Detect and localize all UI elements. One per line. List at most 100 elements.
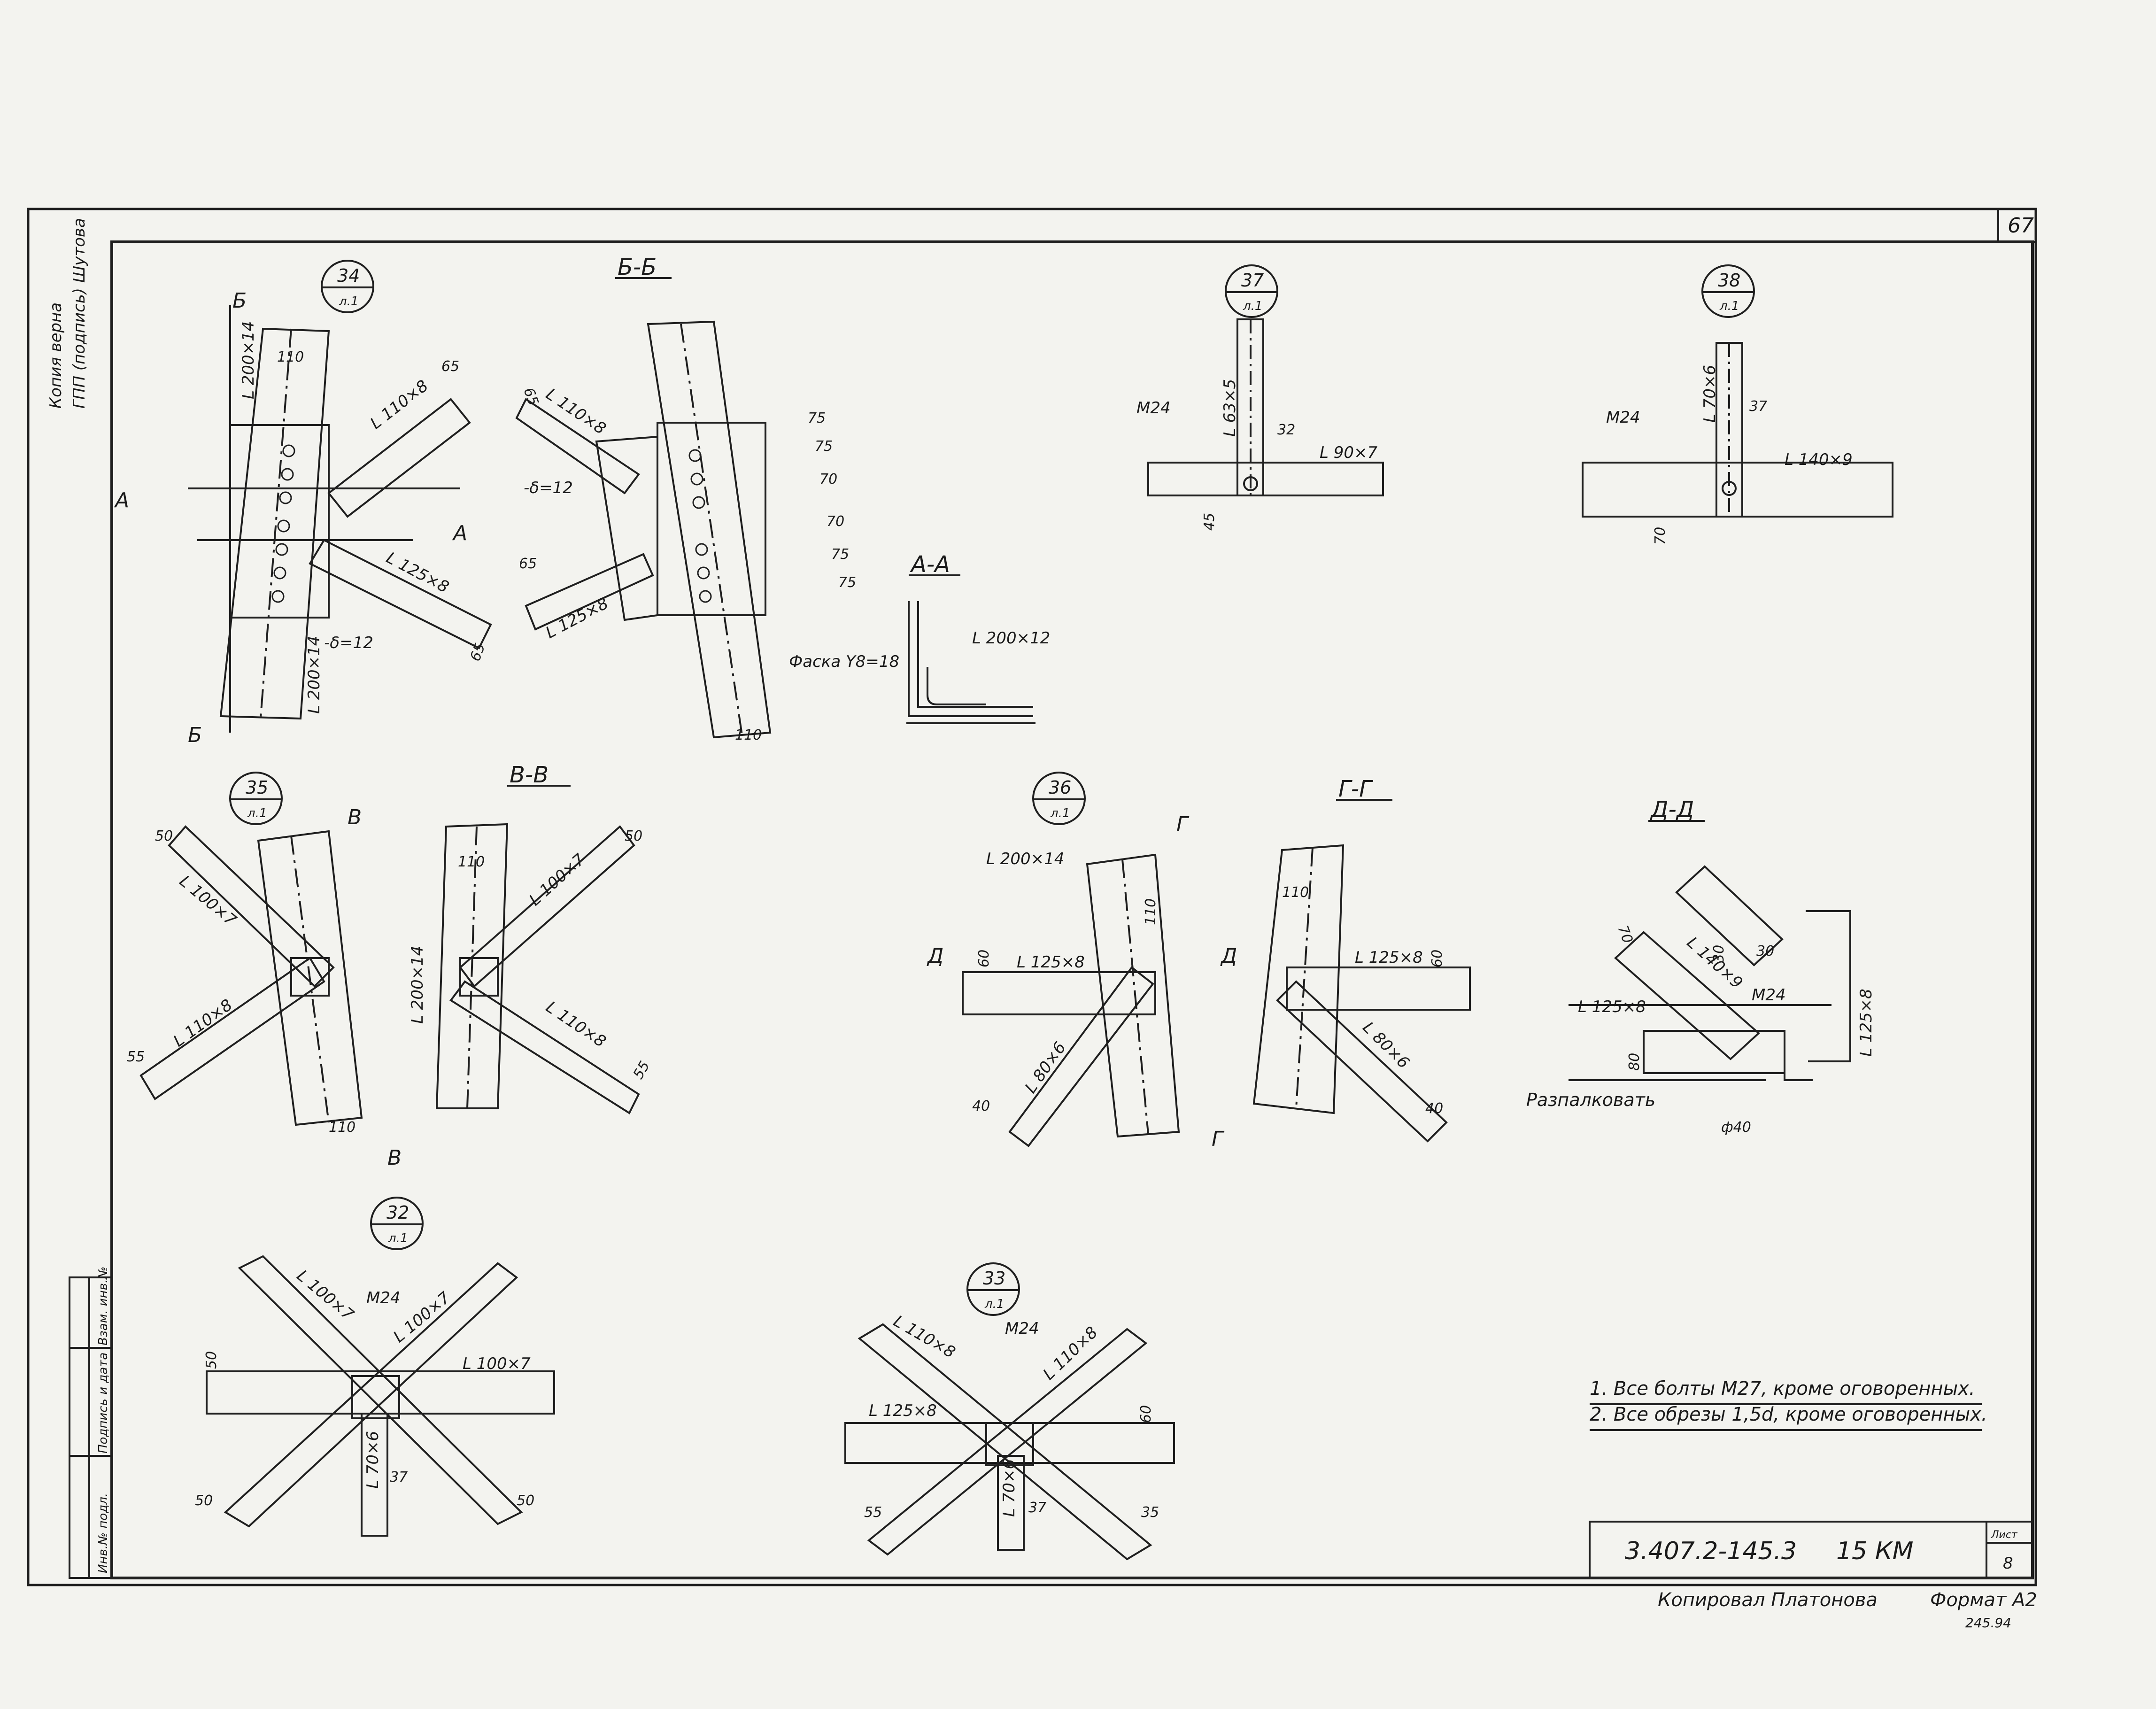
section-title-gg: Г-Г xyxy=(1338,776,1373,802)
label-37-L90x7: L 90×7 xyxy=(1320,443,1378,462)
marker-38-sheet: л.1 xyxy=(1719,299,1739,313)
dim-35-55: 55 xyxy=(127,1049,145,1065)
side-table-inv: Инв.№ подл. xyxy=(96,1493,110,1573)
dim-gg-40: 40 xyxy=(1425,1100,1443,1117)
stamp-line-2: ГПП (подпись) Шутова xyxy=(70,218,89,409)
title-sheet-label: Лист xyxy=(1991,1529,2018,1541)
marker-35-sheet: л.1 xyxy=(247,806,267,820)
marker-35-num: 35 xyxy=(246,777,268,798)
dim-gg-110: 110 xyxy=(1282,884,1309,901)
dim-38-70: 70 xyxy=(1652,527,1669,545)
cut-v-top: В xyxy=(348,805,362,829)
label-vv-L110x8: L 110×8 xyxy=(542,998,609,1051)
cut-b-top: Б xyxy=(232,289,247,313)
dim-bb-70a: 70 xyxy=(819,471,837,487)
dim-vv-50: 50 xyxy=(625,828,642,844)
dim-36-60: 60 xyxy=(976,950,992,967)
title-sheet-num: 8 xyxy=(2003,1554,2013,1573)
section-gg xyxy=(1252,844,1471,1143)
label-36-L200x14: L 200×14 xyxy=(986,850,1064,868)
dim-38-37: 37 xyxy=(1749,398,1767,415)
label-33-L110x8-a: L 110×8 xyxy=(890,1312,958,1362)
label-dd-L125x8-right: L 125×8 xyxy=(1857,989,1876,1057)
node-34 xyxy=(188,305,492,733)
node-35 xyxy=(139,825,363,1126)
dim-bb-75a: 75 xyxy=(808,410,826,426)
dim-dd-30b: 30 xyxy=(1756,943,1774,959)
label-gg-L80x6: L 80×6 xyxy=(1359,1018,1413,1072)
marker-33-num: 33 xyxy=(983,1268,1005,1289)
marker-34-num: 34 xyxy=(337,265,360,286)
dim-33-35: 35 xyxy=(1141,1504,1159,1521)
label-35-L110x8: L 110×8 xyxy=(170,996,236,1051)
dim-34-110: 110 xyxy=(277,349,304,365)
dim-36-40: 40 xyxy=(972,1098,990,1114)
label-36-L80x6: L 80×6 xyxy=(1021,1038,1070,1097)
dim-dd-30a: 30 xyxy=(1711,945,1727,963)
footer-small: 245.94 xyxy=(1965,1615,2011,1631)
dim-bb-70b: 70 xyxy=(827,513,844,530)
marker-32-sheet: л.1 xyxy=(388,1231,408,1245)
label-33-M24: M24 xyxy=(1005,1319,1039,1338)
dim-37-45: 45 xyxy=(1201,513,1218,531)
dim-35-110: 110 xyxy=(329,1119,355,1136)
page-number-box xyxy=(1997,208,2037,243)
marker-36-sheet: л.1 xyxy=(1050,806,1070,820)
dim-34-65: 65 xyxy=(441,358,459,375)
label-38-L70x6: L 70×6 xyxy=(1700,365,1719,423)
dim-33-60: 60 xyxy=(1138,1405,1154,1423)
cut-d-left: Д xyxy=(927,944,943,968)
marker-36-num: 36 xyxy=(1049,777,1071,798)
label-32-L70x6: L 70×6 xyxy=(363,1431,382,1489)
dim-33-37: 37 xyxy=(1028,1500,1046,1516)
section-title-bb: Б-Б xyxy=(618,254,657,280)
node-37 xyxy=(1147,318,1384,498)
label-dd-razpalk: Разпалковать xyxy=(1526,1090,1655,1110)
label-34-L110x8: L 110×8 xyxy=(367,376,432,433)
node-38 xyxy=(1582,342,1893,518)
marker-33-sheet: л.1 xyxy=(984,1297,1004,1311)
title-mark: 15 КМ xyxy=(1836,1537,1913,1565)
page-number: 67 xyxy=(2008,214,2034,238)
label-32-L100x7-c: L 100×7 xyxy=(463,1354,531,1373)
stamp-line-1: Копия верна xyxy=(46,302,65,409)
dim-bb-65b: 65 xyxy=(519,556,537,572)
label-bb-L110x8: L 110×8 xyxy=(542,385,609,438)
outer-frame xyxy=(27,208,2037,1586)
dim-bb-75c: 75 xyxy=(831,546,849,563)
label-34-L200x14-bottom: L 200×14 xyxy=(305,636,324,714)
dim-32-50b: 50 xyxy=(195,1492,213,1509)
node-33 xyxy=(844,1323,1175,1561)
dim-dd-phi40: ф40 xyxy=(1721,1119,1751,1136)
label-dd-L125x8-left: L 125×8 xyxy=(1578,998,1646,1016)
label-34-L200x14-top: L 200×14 xyxy=(239,321,258,399)
section-bb xyxy=(515,320,772,739)
note-1: 1. Все болты М27, кроме оговоренных. xyxy=(1590,1378,1975,1400)
section-title-vv: В-В xyxy=(510,762,549,788)
dim-32-37: 37 xyxy=(390,1469,408,1485)
section-dd xyxy=(1569,865,1851,1081)
label-aa-fase: Фаска Y8=18 xyxy=(789,652,899,671)
marker-37-sheet: л.1 xyxy=(1243,299,1262,313)
dim-32-50c: 50 xyxy=(517,1492,534,1509)
dim-vv-110: 110 xyxy=(458,854,485,870)
label-bb-plate: -δ=12 xyxy=(524,479,573,497)
dim-32-50a: 50 xyxy=(203,1351,220,1369)
cut-g-bottom: Г xyxy=(1212,1127,1225,1151)
cut-b-bottom: Б xyxy=(188,723,202,747)
label-33-L125x8: L 125×8 xyxy=(869,1401,937,1420)
marker-38-num: 38 xyxy=(1718,270,1740,291)
label-gg-L125x8: L 125×8 xyxy=(1355,948,1423,967)
note-2: 2. Все обрезы 1,5d, кроме оговоренных. xyxy=(1590,1404,1987,1425)
section-title-aa: А-А xyxy=(910,551,950,578)
marker-34-sheet: л.1 xyxy=(339,294,358,309)
node-36 xyxy=(962,853,1180,1147)
inner-frame xyxy=(110,240,2034,1579)
label-aa-L200x12: L 200×12 xyxy=(972,629,1050,648)
label-38-M24: M24 xyxy=(1606,408,1640,427)
label-36-L125x8: L 125×8 xyxy=(1017,953,1085,972)
label-35-L100x7: L 100×7 xyxy=(176,872,240,930)
cut-a-left: А xyxy=(114,488,129,512)
node-32 xyxy=(206,1255,555,1537)
